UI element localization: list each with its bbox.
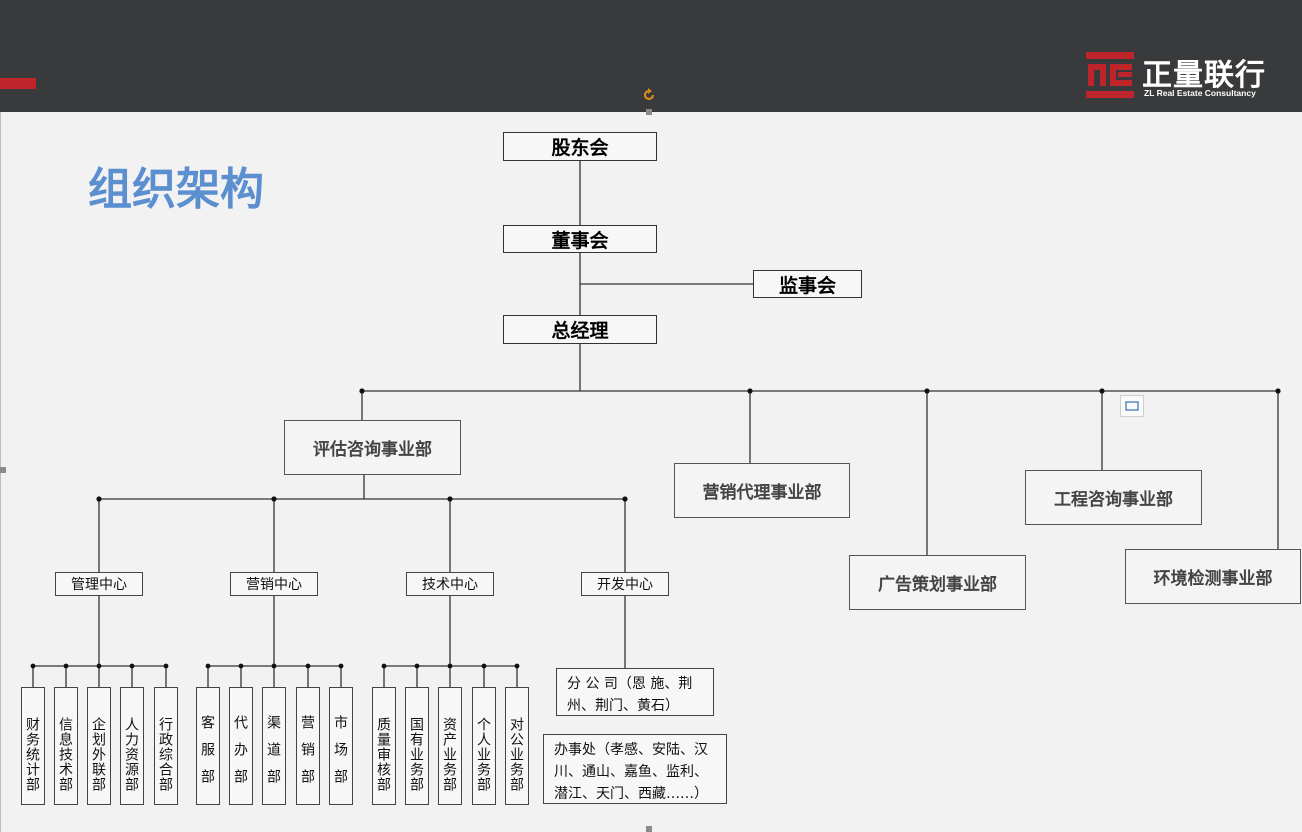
office-line-3: 潜江、天门、西藏……） [554,786,708,802]
dept-agency[interactable]: 代办部 [229,687,253,805]
page-title: 组织架构 [88,164,264,215]
general-manager-box[interactable]: 总经理 [503,315,657,344]
dept-quality-review[interactable]: 质量审核部 [372,687,396,805]
division-engineering[interactable]: 工程咨询事业部 [1025,470,1202,525]
division-advertising[interactable]: 广告策划事业部 [849,555,1026,610]
accent-mark [0,78,36,89]
dept-it[interactable]: 信息技术部 [54,687,78,805]
dept-asset-business[interactable]: 资产业务部 [438,687,462,805]
logo-chinese-text: 正量联行 [1142,58,1266,93]
dept-customer-service[interactable]: 客服部 [196,687,220,805]
selection-handle-left[interactable] [0,467,6,473]
dept-state-business[interactable]: 国有业务部 [405,687,429,805]
division-marketing-agency[interactable]: 营销代理事业部 [674,463,850,518]
shareholders-box[interactable]: 股东会 [503,132,657,161]
branch-line-2: 州、荆门、黄石） [567,698,679,714]
dept-corporate-business[interactable]: 对公业务部 [505,687,529,805]
center-marketing[interactable]: 营销中心 [230,572,318,596]
branch-line-1: 分 公 司（恩 施、荆 [567,676,693,692]
division-env-testing[interactable]: 环境检测事业部 [1125,549,1301,604]
office-line-2: 川、通山、嘉鱼、监利、 [554,764,708,780]
branch-offices-box[interactable]: 分 公 司（恩 施、荆 州、荆门、黄石） [556,668,714,716]
dept-market[interactable]: 市场部 [329,687,353,805]
dept-admin[interactable]: 行政综合部 [154,687,178,805]
office-line-1: 办事处（孝感、安陆、汉 [554,742,708,758]
dept-finance[interactable]: 财务统计部 [21,687,45,805]
center-technology[interactable]: 技术中心 [406,572,494,596]
selection-handle-bottom[interactable] [646,826,652,832]
dept-planning[interactable]: 企划外联部 [87,687,111,805]
layout-options-icon[interactable] [1120,395,1144,417]
selection-handle-top[interactable] [646,109,652,115]
division-appraisal[interactable]: 评估咨询事业部 [284,420,461,475]
center-development[interactable]: 开发中心 [581,572,669,596]
header-bar [0,0,1302,112]
dept-channel[interactable]: 渠道部 [262,687,286,805]
dept-sales[interactable]: 营销部 [296,687,320,805]
representative-offices-box[interactable]: 办事处（孝感、安陆、汉 川、通山、嘉鱼、监利、 潜江、天门、西藏……） [543,734,727,804]
board-box[interactable]: 董事会 [503,225,657,253]
dept-hr[interactable]: 人力资源部 [120,687,144,805]
logo-english-text: ZL Real Estate Consultancy [1144,88,1256,98]
company-logo: 正量联行 ZL Real Estate Consultancy [1086,52,1286,102]
dept-personal-business[interactable]: 个人业务部 [472,687,496,805]
zl-logo-icon [1086,52,1134,98]
center-management[interactable]: 管理中心 [55,572,143,596]
supervisors-box[interactable]: 监事会 [753,270,862,298]
rotate-handle-icon[interactable] [642,88,656,102]
